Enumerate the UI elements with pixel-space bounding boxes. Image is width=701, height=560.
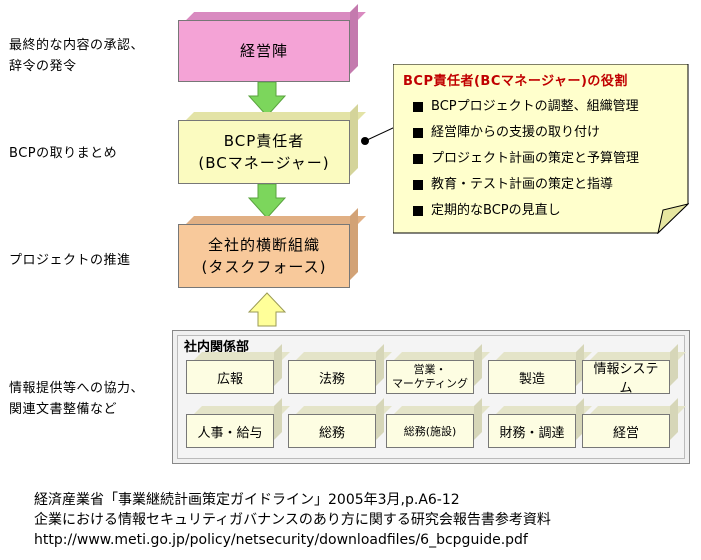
dept-block: 財務・調達 (488, 398, 592, 448)
label-project-role: プロジェクトの推進 (9, 253, 131, 268)
footer-line-1: 経済産業省「事業継続計画策定ガイドライン」2005年3月,p.A6-12 (34, 492, 460, 508)
dept-label: 総務 (318, 425, 345, 441)
footer-line-2: 企業における情報セキュリティガバナンスのあり方に関する研究会報告書参考資料 (34, 512, 551, 528)
dept-block: 法務 (288, 344, 392, 394)
bcp-manager-label-line1: BCP責任者 (223, 132, 305, 150)
dept-block: 人事・給与 (186, 398, 290, 448)
bullet-icon (413, 154, 423, 164)
dept-label: 営業・ マーケティング (391, 363, 469, 390)
arrow-down-executive-to-bcp (247, 82, 287, 117)
bcp-manager-role-note: BCP責任者(BCマネージャー)の役割 BCPプロジェクトの調整、組織管理 経営… (393, 64, 689, 234)
dept-label: 財務・調達 (499, 425, 565, 441)
taskforce-label-line2: (タスクフォース) (201, 258, 327, 276)
executive-block: 経営陣 (178, 4, 358, 82)
dept-block: 経営 (582, 398, 686, 448)
arrow-down-bcp-to-taskforce (247, 184, 287, 219)
label-bcp-role: BCPの取りまとめ (9, 146, 118, 161)
footer-citation: 経済産業省「事業継続計画策定ガイドライン」2005年3月,p.A6-12 企業に… (34, 490, 551, 550)
dept-label: 総務(施設) (403, 425, 457, 438)
note-item: 定期的なBCPの見直し (413, 198, 639, 224)
note-title: BCP責任者(BCマネージャー)の役割 (403, 74, 628, 89)
label-executive-role: 最終的な内容の承認、 辞令の発令 (9, 38, 145, 74)
departments-title: 社内関係部 (184, 340, 250, 355)
dept-block: 営業・ マーケティング (386, 344, 490, 394)
dept-label: 製造 (518, 371, 545, 387)
executive-label: 経営陣 (239, 42, 288, 60)
arrow-up-depts-to-taskforce (247, 292, 287, 327)
bullet-icon (413, 102, 423, 112)
note-item: 経営陣からの支援の取り付け (413, 120, 639, 146)
note-connector (361, 126, 396, 145)
note-item: 教育・テスト計画の策定と指導 (413, 172, 639, 198)
dept-block: 製造 (488, 344, 592, 394)
taskforce-label-line1: 全社的横断組織 (207, 236, 320, 254)
bcp-manager-label-line2: (BCマネージャー) (198, 154, 330, 172)
footer-link[interactable]: http://www.meti.go.jp/policy/netsecurity… (34, 532, 528, 548)
bullet-icon (413, 128, 423, 138)
dept-label: 法務 (318, 371, 345, 387)
dept-block: 情報システ ム (582, 344, 686, 396)
bullet-icon (413, 180, 423, 190)
dept-block: 総務(施設) (386, 398, 490, 448)
bullet-icon (413, 206, 423, 216)
taskforce-block: 全社的横断組織 (タスクフォース) (178, 208, 366, 288)
note-item: BCPプロジェクトの調整、組織管理 (413, 94, 639, 120)
bcp-manager-block: BCP責任者 (BCマネージャー) (178, 104, 366, 184)
dept-block: 広報 (186, 344, 290, 394)
dept-label: 人事・給与 (197, 425, 263, 441)
label-info-role: 情報提供等への協力、 関連文書整備など (9, 381, 145, 417)
dept-block: 総務 (288, 398, 392, 448)
dept-label: 広報 (216, 371, 243, 387)
note-item: プロジェクト計画の策定と予算管理 (413, 146, 639, 172)
dept-label: 経営 (612, 425, 639, 441)
note-background (393, 64, 689, 234)
dept-label: 情報システ ム (593, 362, 659, 396)
